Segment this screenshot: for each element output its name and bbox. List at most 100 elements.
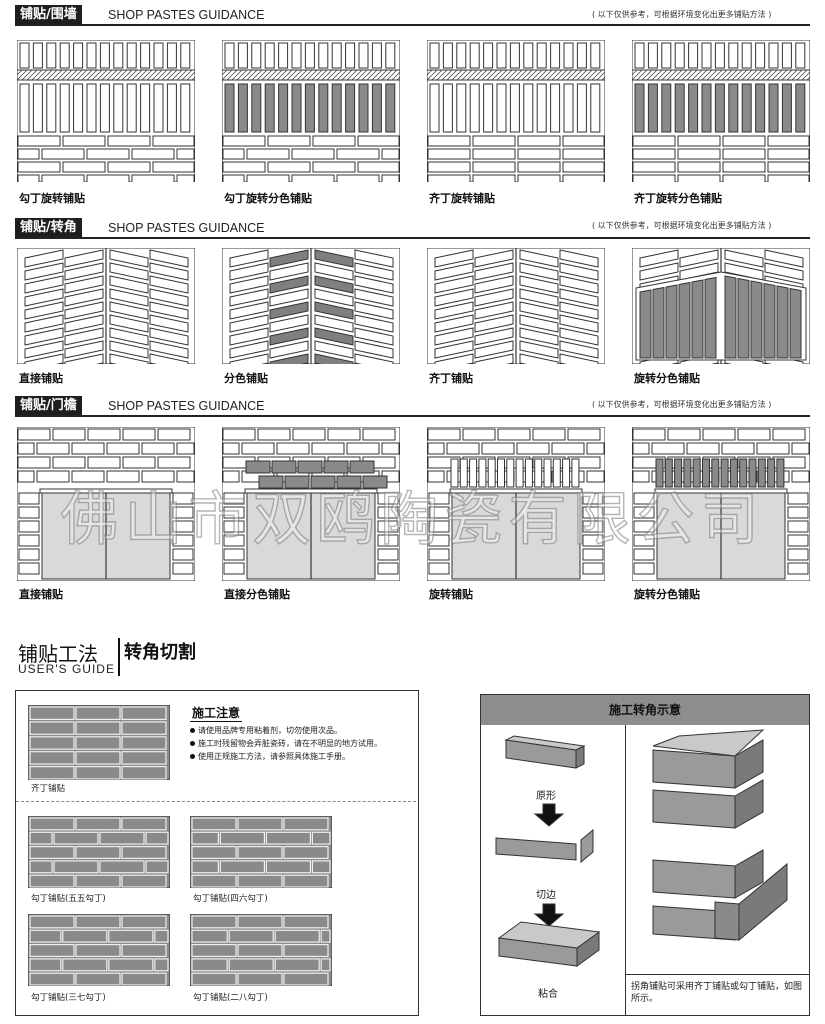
brick (652, 789, 736, 829)
brick (677, 148, 721, 160)
divider (625, 725, 626, 1015)
pattern-label: 齐丁铺贴 (31, 784, 66, 794)
slanted-brick (519, 314, 559, 333)
slanted-brick (354, 301, 394, 320)
hatch-line (366, 69, 378, 81)
hatch-line (71, 69, 83, 81)
hatch-line (471, 69, 483, 81)
caption: 勾丁旋转铺贴 (19, 192, 85, 205)
brick (722, 174, 766, 182)
hatch-line (441, 69, 453, 81)
brick (157, 456, 191, 469)
hatch-line (556, 69, 568, 81)
hatch-line (661, 69, 673, 81)
brick (75, 736, 121, 750)
soldier-brick (776, 285, 789, 359)
soldier-brick (692, 458, 701, 488)
hatch-line (111, 69, 123, 81)
soldier-brick (264, 42, 275, 69)
slanted-brick (109, 275, 149, 294)
section-rule (15, 237, 810, 239)
brick (427, 442, 445, 455)
soldier-brick (523, 83, 534, 133)
hatch-line (126, 69, 138, 81)
lintel-brick (258, 475, 284, 489)
brick (265, 831, 312, 845)
guide-subtitle: 转角切割 (124, 642, 196, 663)
section-note: ( 以下仅供参考，可根据环境变化出更多铺贴方法 ) (592, 400, 772, 409)
brick (562, 135, 605, 147)
hatch-line (236, 69, 248, 81)
brick (517, 174, 561, 182)
soldier-brick (563, 42, 574, 69)
brick (108, 958, 154, 972)
pillar-brick (172, 534, 194, 547)
pattern-swatch-28 (190, 914, 332, 986)
hatch-line (746, 69, 758, 81)
brick (667, 428, 701, 441)
pillar-brick (223, 548, 245, 561)
slanted-brick (149, 314, 189, 333)
soldier-brick (776, 458, 785, 488)
slanted-brick (559, 262, 599, 281)
brick (219, 831, 265, 845)
brick (121, 915, 167, 929)
brick (145, 860, 169, 874)
brick (346, 442, 380, 455)
soldier-brick (442, 42, 453, 69)
hatch-band (17, 69, 195, 81)
brick (427, 174, 471, 182)
soldier-brick (73, 83, 84, 133)
brick (291, 174, 335, 182)
soldier-brick (32, 42, 43, 69)
section-tag: 铺贴/门檐 (15, 396, 82, 416)
hatch-line (632, 69, 643, 81)
slanted-brick (314, 353, 354, 364)
brick (222, 442, 240, 455)
brick (472, 148, 516, 160)
hatch-line (386, 69, 398, 81)
soldier-brick (543, 458, 552, 488)
eave-diagram-1 (17, 427, 195, 581)
soldier-brick (590, 83, 601, 133)
slanted-brick (109, 262, 149, 281)
brick (52, 456, 86, 469)
brick (53, 831, 99, 845)
hatch-line (436, 69, 448, 81)
bullet-icon (190, 728, 195, 733)
pattern-swatch-55 (28, 816, 170, 888)
brick (283, 972, 329, 986)
hatch-line (591, 69, 603, 81)
slanted-brick (519, 288, 559, 307)
soldier-brick (634, 83, 645, 133)
brick (567, 428, 601, 441)
caption: 齐丁旋转铺贴 (429, 192, 495, 205)
brick (122, 428, 156, 441)
hatch-line (296, 69, 308, 81)
slanted-brick (109, 288, 149, 307)
note-item: 请使用品牌专用粘着剂，切勿使用次品。 (190, 725, 342, 736)
pattern-label: 勾丁铺贴(二八勾丁) (193, 993, 268, 1003)
hatch-line (321, 69, 333, 81)
pattern-label: 勾丁铺贴(五五勾丁) (31, 894, 106, 904)
hatch-line (276, 69, 288, 81)
pillar-brick (787, 506, 809, 519)
slanted-brick (559, 353, 599, 364)
soldier-brick (318, 42, 329, 69)
slanted-brick (764, 249, 804, 268)
soldier-brick (720, 458, 729, 488)
hatch-line (116, 69, 128, 81)
slanted-brick (434, 353, 474, 364)
soldier-brick (371, 42, 382, 69)
soldier-brick (767, 458, 776, 488)
brick (632, 174, 676, 182)
eave-diagram-2 (222, 427, 400, 581)
corner-diagram-3 (427, 248, 605, 364)
hatch-line (46, 69, 58, 81)
slanted-brick (559, 249, 599, 268)
pillar-brick (582, 520, 604, 533)
wall-diagram-2 (222, 40, 400, 182)
slanted-brick (679, 249, 719, 268)
slanted-brick (109, 340, 149, 359)
brick (29, 929, 62, 943)
